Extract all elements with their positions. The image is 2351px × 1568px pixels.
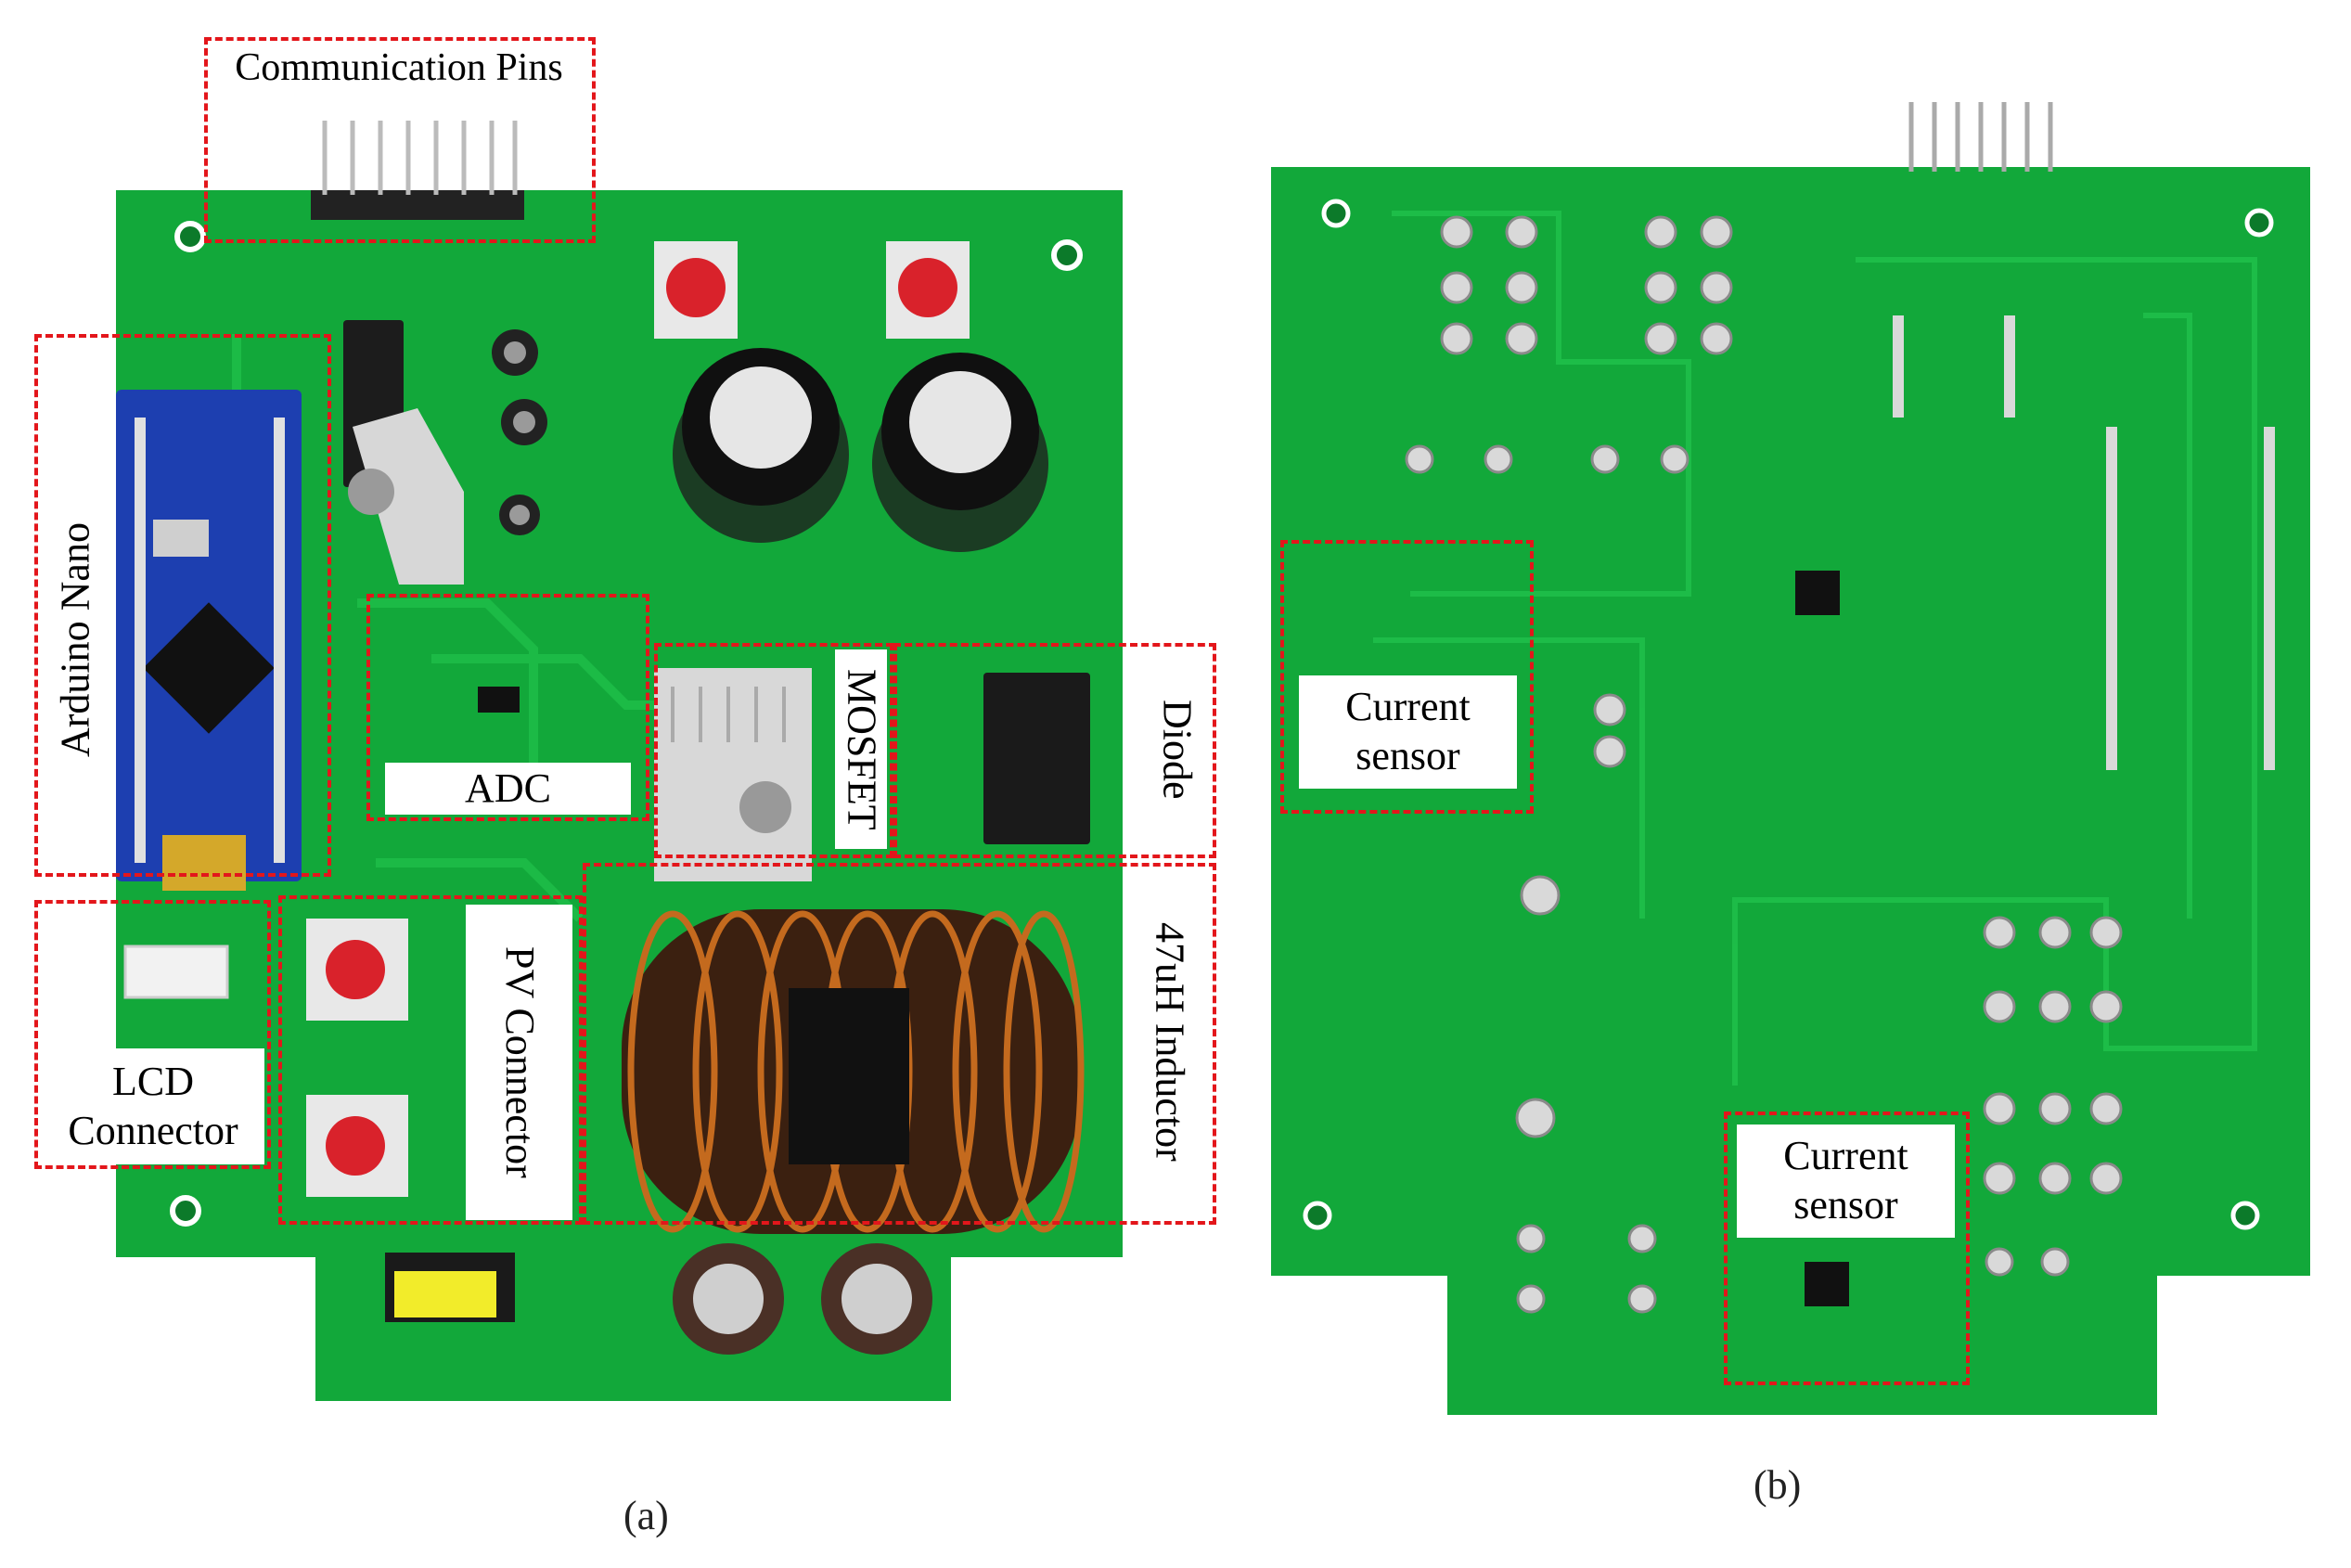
current-sensor-label-2-line1: Current (1783, 1133, 1908, 1179)
current-sensor-label-2: Current sensor (1737, 1125, 1955, 1238)
current-sensor-label-1: Current sensor (1299, 675, 1517, 789)
diode-box (893, 643, 1216, 858)
header-pins (311, 121, 524, 220)
current-sensor-label-1-line1: Current (1345, 684, 1471, 730)
pv-connector-box (278, 895, 583, 1225)
current-sensor-label-2-line2: sensor (1793, 1182, 1898, 1227)
pcb-back-photo (1271, 102, 2310, 1415)
communication-pins-box (204, 37, 596, 243)
mosfet-box (654, 643, 893, 858)
current-sensor-box-2 (1724, 1112, 1970, 1385)
mosfet-label: MOSFET (835, 649, 887, 849)
mosfet-heatsink (654, 668, 812, 881)
panel-b-caption: (b) (1754, 1462, 1802, 1508)
panel-a-caption: (a) (623, 1493, 669, 1538)
current-sensor-label-1-line2: sensor (1355, 733, 1460, 778)
current-sensor-box-1 (1280, 540, 1534, 814)
arduino-nano-board (116, 390, 302, 891)
lcd-connector-label-line1: LCD (112, 1058, 194, 1104)
communication-pins-label: Communication Pins (209, 42, 589, 94)
inductor-box (583, 863, 1216, 1225)
adc-box (366, 594, 649, 821)
adc-label: ADC (385, 763, 631, 815)
toroid-inductor (622, 909, 1085, 1234)
lcd-connector-label-line2: Connector (68, 1107, 238, 1153)
screw-terminals-top (654, 241, 970, 339)
arduino-nano-box (34, 334, 331, 877)
arduino-nano-label: Arduino Nano (48, 501, 104, 779)
pv-connector-label: PV Connector (466, 905, 572, 1220)
lcd-connector-box (34, 900, 271, 1169)
diode-label: Diode (1146, 649, 1207, 849)
inductor-label: 47uH Inductor (1132, 868, 1206, 1215)
lcd-connector-label: LCD Connector (42, 1048, 264, 1164)
